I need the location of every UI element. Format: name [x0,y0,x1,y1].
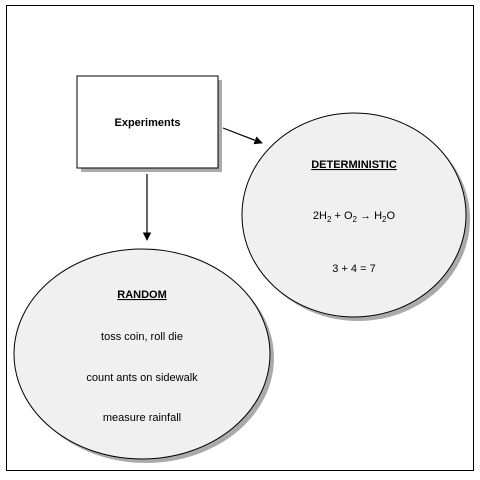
formula-coef: 2H [313,210,327,222]
experiments-node-box [76,75,219,169]
deterministic-title: DETERMINISTIC [311,159,397,171]
deterministic-node: DETERMINISTIC 2H2 + O2 → H2O 3 + 4 = 7 [241,112,470,321]
random-title: RANDOM [117,289,167,301]
diagram-frame [6,5,474,471]
formula-arrow: → H [357,210,382,222]
experiments-node: Experiments [76,75,222,172]
arrow-to-deterministic [222,127,263,145]
formula-tail: O [387,210,396,222]
random-item: toss coin, roll die [101,331,183,343]
random-item: count ants on sidewalk [86,372,198,384]
deterministic-node-ellipse [241,112,467,318]
formula-sub1: 2 [327,215,332,224]
random-item: measure rainfall [103,412,181,424]
formula-sub2: 2 [353,215,358,224]
deterministic-formula: 2H2 + O2 → H2O [313,210,396,224]
random-node: RANDOM toss coin, roll die count ants on… [13,248,274,463]
experiments-label: Experiments [114,117,180,129]
random-node-ellipse [13,248,271,460]
formula-sub3: 2 [382,215,387,224]
deterministic-equation: 3 + 4 = 7 [332,263,375,275]
formula-plus: + O [331,210,353,222]
